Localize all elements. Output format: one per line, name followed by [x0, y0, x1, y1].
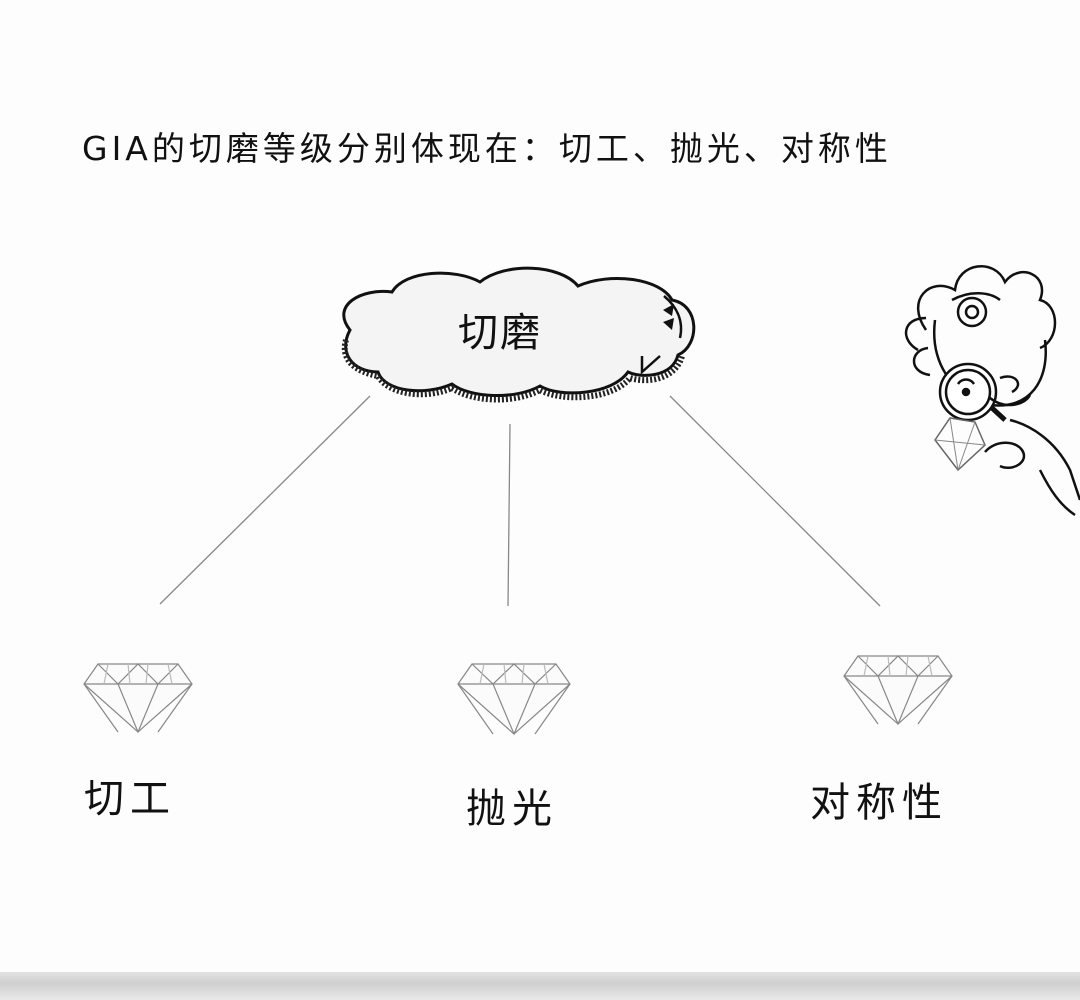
connector-line-polish [507, 423, 511, 607]
bottom-band [0, 972, 1080, 1000]
page-title: GIA的切磨等级分别体现在：切工、抛光、对称性 [82, 129, 892, 168]
leaf-label-cut: 切工 [84, 776, 176, 822]
leaf-label-symmetry: 对称性 [810, 780, 948, 826]
connector-line-symmetry [669, 395, 881, 607]
cartoon-scientist-icon [904, 265, 1080, 517]
cloud-node [341, 266, 696, 403]
leaf-label-polish: 抛光 [466, 786, 558, 832]
diamond-icon [83, 655, 953, 736]
connector-lines [159, 395, 881, 607]
cloud-label-cutting: 切磨 [458, 310, 542, 356]
connector-line-cut [159, 395, 371, 605]
